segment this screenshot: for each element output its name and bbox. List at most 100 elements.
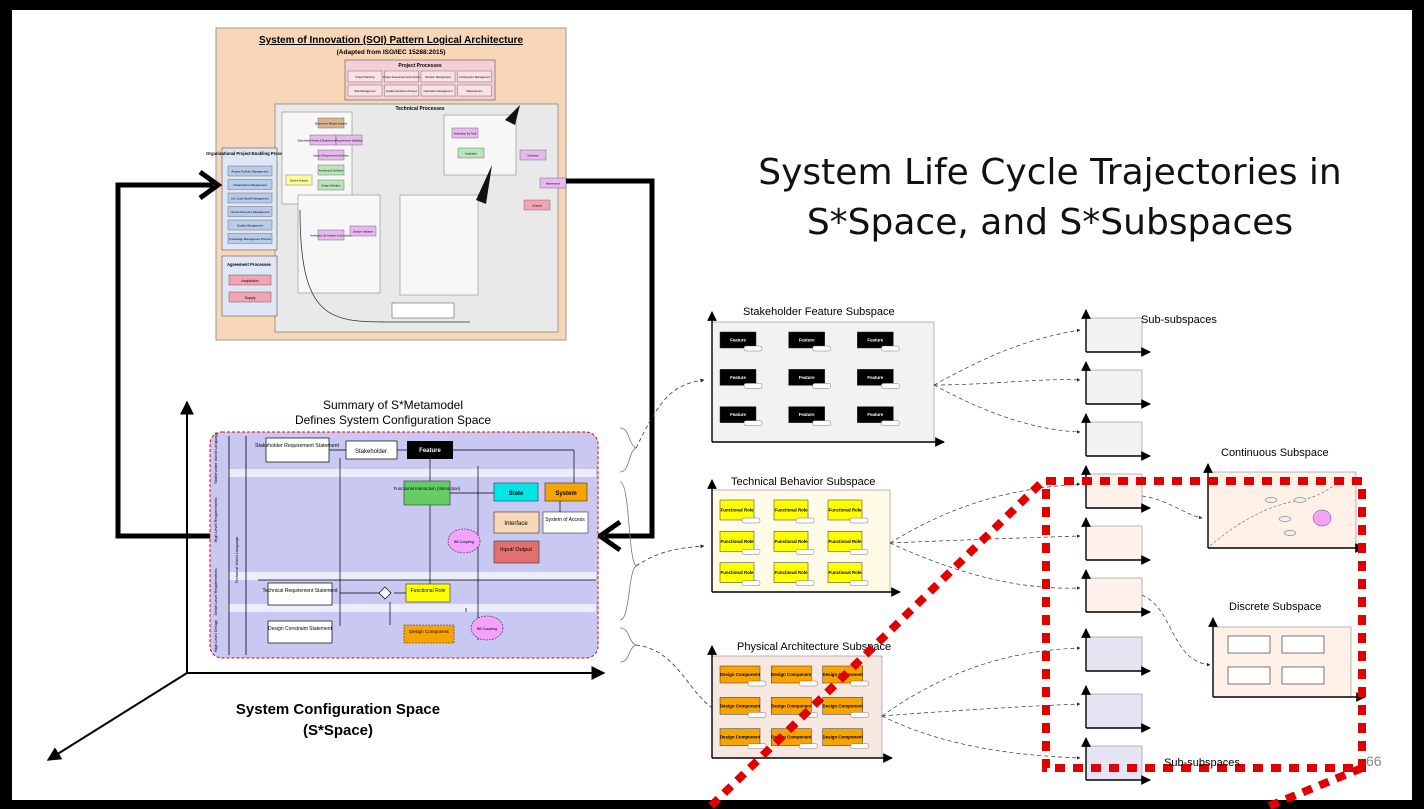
project-process-box	[347, 70, 383, 83]
stakeholder-feature-box-label: Feature	[867, 375, 883, 380]
bb-coupling-label: BB Coupling	[477, 627, 497, 631]
functional-role-label: Functional Role	[411, 588, 446, 594]
org-process-box	[227, 206, 273, 217]
stakeholder-feature-box	[857, 369, 894, 386]
technical-behavior-box-label: Functional Role	[775, 570, 808, 575]
project-process-label: Configuration Management	[459, 75, 491, 79]
technical-behavior-box-label: Functional Role	[721, 508, 754, 513]
sub-subspace-panels	[1081, 309, 1151, 785]
functional-interaction-box	[403, 480, 451, 506]
sub-subspace-panel	[1085, 525, 1143, 561]
feedback-loop-arrows	[115, 169, 655, 553]
sub-subspace-panel	[1085, 577, 1143, 613]
physical-architecture-box-label: Design Component	[771, 672, 812, 677]
feature-box	[407, 441, 453, 459]
stakeholder-feature-box-label: Feature	[730, 412, 746, 417]
physical-architecture-box-label: Design Component	[771, 735, 812, 740]
technical-behavior-box-label: Functional Role	[721, 570, 754, 575]
project-process-box	[457, 84, 492, 97]
technical-process-box	[317, 179, 345, 191]
technical-process-box	[335, 134, 363, 146]
physical-architecture-attribute	[747, 680, 767, 687]
soi-title: System of Innovation (SOI) Pattern Logic…	[259, 35, 524, 46]
technical-behavior-attribute	[741, 580, 761, 586]
technical-behavior-box	[719, 562, 755, 583]
design-component-box	[403, 624, 455, 644]
soi-integration-box	[391, 302, 455, 319]
zoom-highlight-box	[1042, 477, 1366, 772]
soi-architecture-diagram: System of Innovation (SOI) Pattern Logic…	[206, 27, 567, 341]
stakeholder-feature-attribute	[743, 420, 763, 426]
design-constraint-box	[267, 620, 333, 644]
technical-process-box	[519, 149, 547, 161]
technical-behavior-box-label: Functional Role	[829, 570, 862, 575]
sub-subspaces-label-bottom: Sub-subspaces	[1164, 757, 1240, 769]
sub-subspace-panel	[1085, 693, 1143, 729]
state-label: State	[509, 491, 524, 497]
supply-label: Supply	[245, 296, 256, 300]
stakeholder-feature-box	[857, 406, 894, 423]
technical-process-box	[317, 164, 345, 176]
physical-architecture-box	[719, 728, 761, 746]
design-constraint-label: Design Constraint Statement	[268, 626, 333, 632]
technical-process-box	[457, 147, 485, 159]
stakeholder-feature-attribute	[743, 383, 763, 389]
physical-architecture-attribute	[850, 712, 869, 718]
physical-architecture-box	[822, 697, 863, 715]
org-process-box	[227, 165, 273, 177]
discrete-cell	[1227, 635, 1271, 654]
project-process-box	[420, 84, 456, 97]
slide-title-line1: System Life Cycle Trajectories in	[758, 152, 1342, 193]
brace	[619, 427, 637, 473]
technical-process-box	[349, 225, 377, 237]
project-process-label: Project Assessment and Control	[383, 75, 420, 79]
stakeholder-requirement-box	[265, 437, 330, 463]
technical-processes-label: Technical Processes	[395, 106, 444, 112]
z-axis	[46, 672, 188, 761]
org-processes-label: Organizational Project-Enabling Processe…	[206, 151, 292, 156]
discrete-cell	[1227, 666, 1271, 685]
stakeholder-feature-box	[788, 331, 825, 349]
stakeholder-feature-attribute	[881, 345, 900, 352]
project-processes-label: Project Processes	[398, 63, 442, 69]
zoom-line-left	[705, 481, 1043, 809]
technical-process-label: Verification (by Test)	[454, 132, 477, 135]
left-feedback-arrow	[115, 182, 215, 539]
sub-subspace-panel	[1085, 421, 1143, 457]
metamodel-caption-line1: Summary of S*Metamodel	[323, 398, 463, 412]
stakeholder-feature-box	[788, 369, 825, 386]
soi-subtitle: (Adapted from ISO/IEC 15288:2015)	[337, 49, 446, 56]
technical-process-box	[317, 117, 345, 129]
org-process-label: Human Resource Management	[231, 210, 270, 214]
stakeholder-feature-box-label: Feature	[867, 412, 883, 417]
stakeholder-feature-box	[719, 369, 757, 386]
continuous-point	[1293, 497, 1307, 503]
technical-process-label: Architecture Definition	[319, 169, 344, 172]
physical-architecture-box	[719, 697, 761, 715]
technical-behavior-attribute	[795, 517, 815, 524]
technical-behavior-box-label: Functional Role	[775, 539, 808, 544]
technical-behavior-box	[719, 531, 755, 552]
stakeholder-feature-box	[788, 406, 825, 423]
project-process-label: Decision Management	[425, 75, 451, 79]
bb-coupling-label: BB Coupling	[454, 540, 474, 544]
soi-marker	[476, 165, 492, 204]
stakeholder-feature-box-label: Feature	[730, 338, 746, 343]
agreement-processes-box	[221, 255, 278, 317]
technical-behavior-box	[827, 499, 863, 521]
feature-label: Feature	[419, 448, 441, 454]
technical-behavior-box-label: Functional Role	[829, 539, 862, 544]
technical-behavior-box	[719, 499, 755, 521]
stakeholder-feature-attribute	[743, 345, 763, 352]
technical-behavior-attribute	[849, 549, 869, 555]
discrete-subspace: Discrete Subspace	[1208, 601, 1366, 702]
design-component-label: Design Component	[409, 629, 449, 634]
interface-label: Interface	[504, 521, 528, 527]
technical-process-label: Business or Mission Analysis	[315, 122, 348, 125]
technical-behavior-box-label: Functional Role	[721, 539, 754, 544]
stakeholder-feature-box	[719, 331, 757, 349]
physical-architecture-attribute	[850, 743, 869, 749]
discrete-subspace-title: Discrete Subspace	[1229, 601, 1321, 613]
subspace-connectors	[635, 378, 721, 713]
